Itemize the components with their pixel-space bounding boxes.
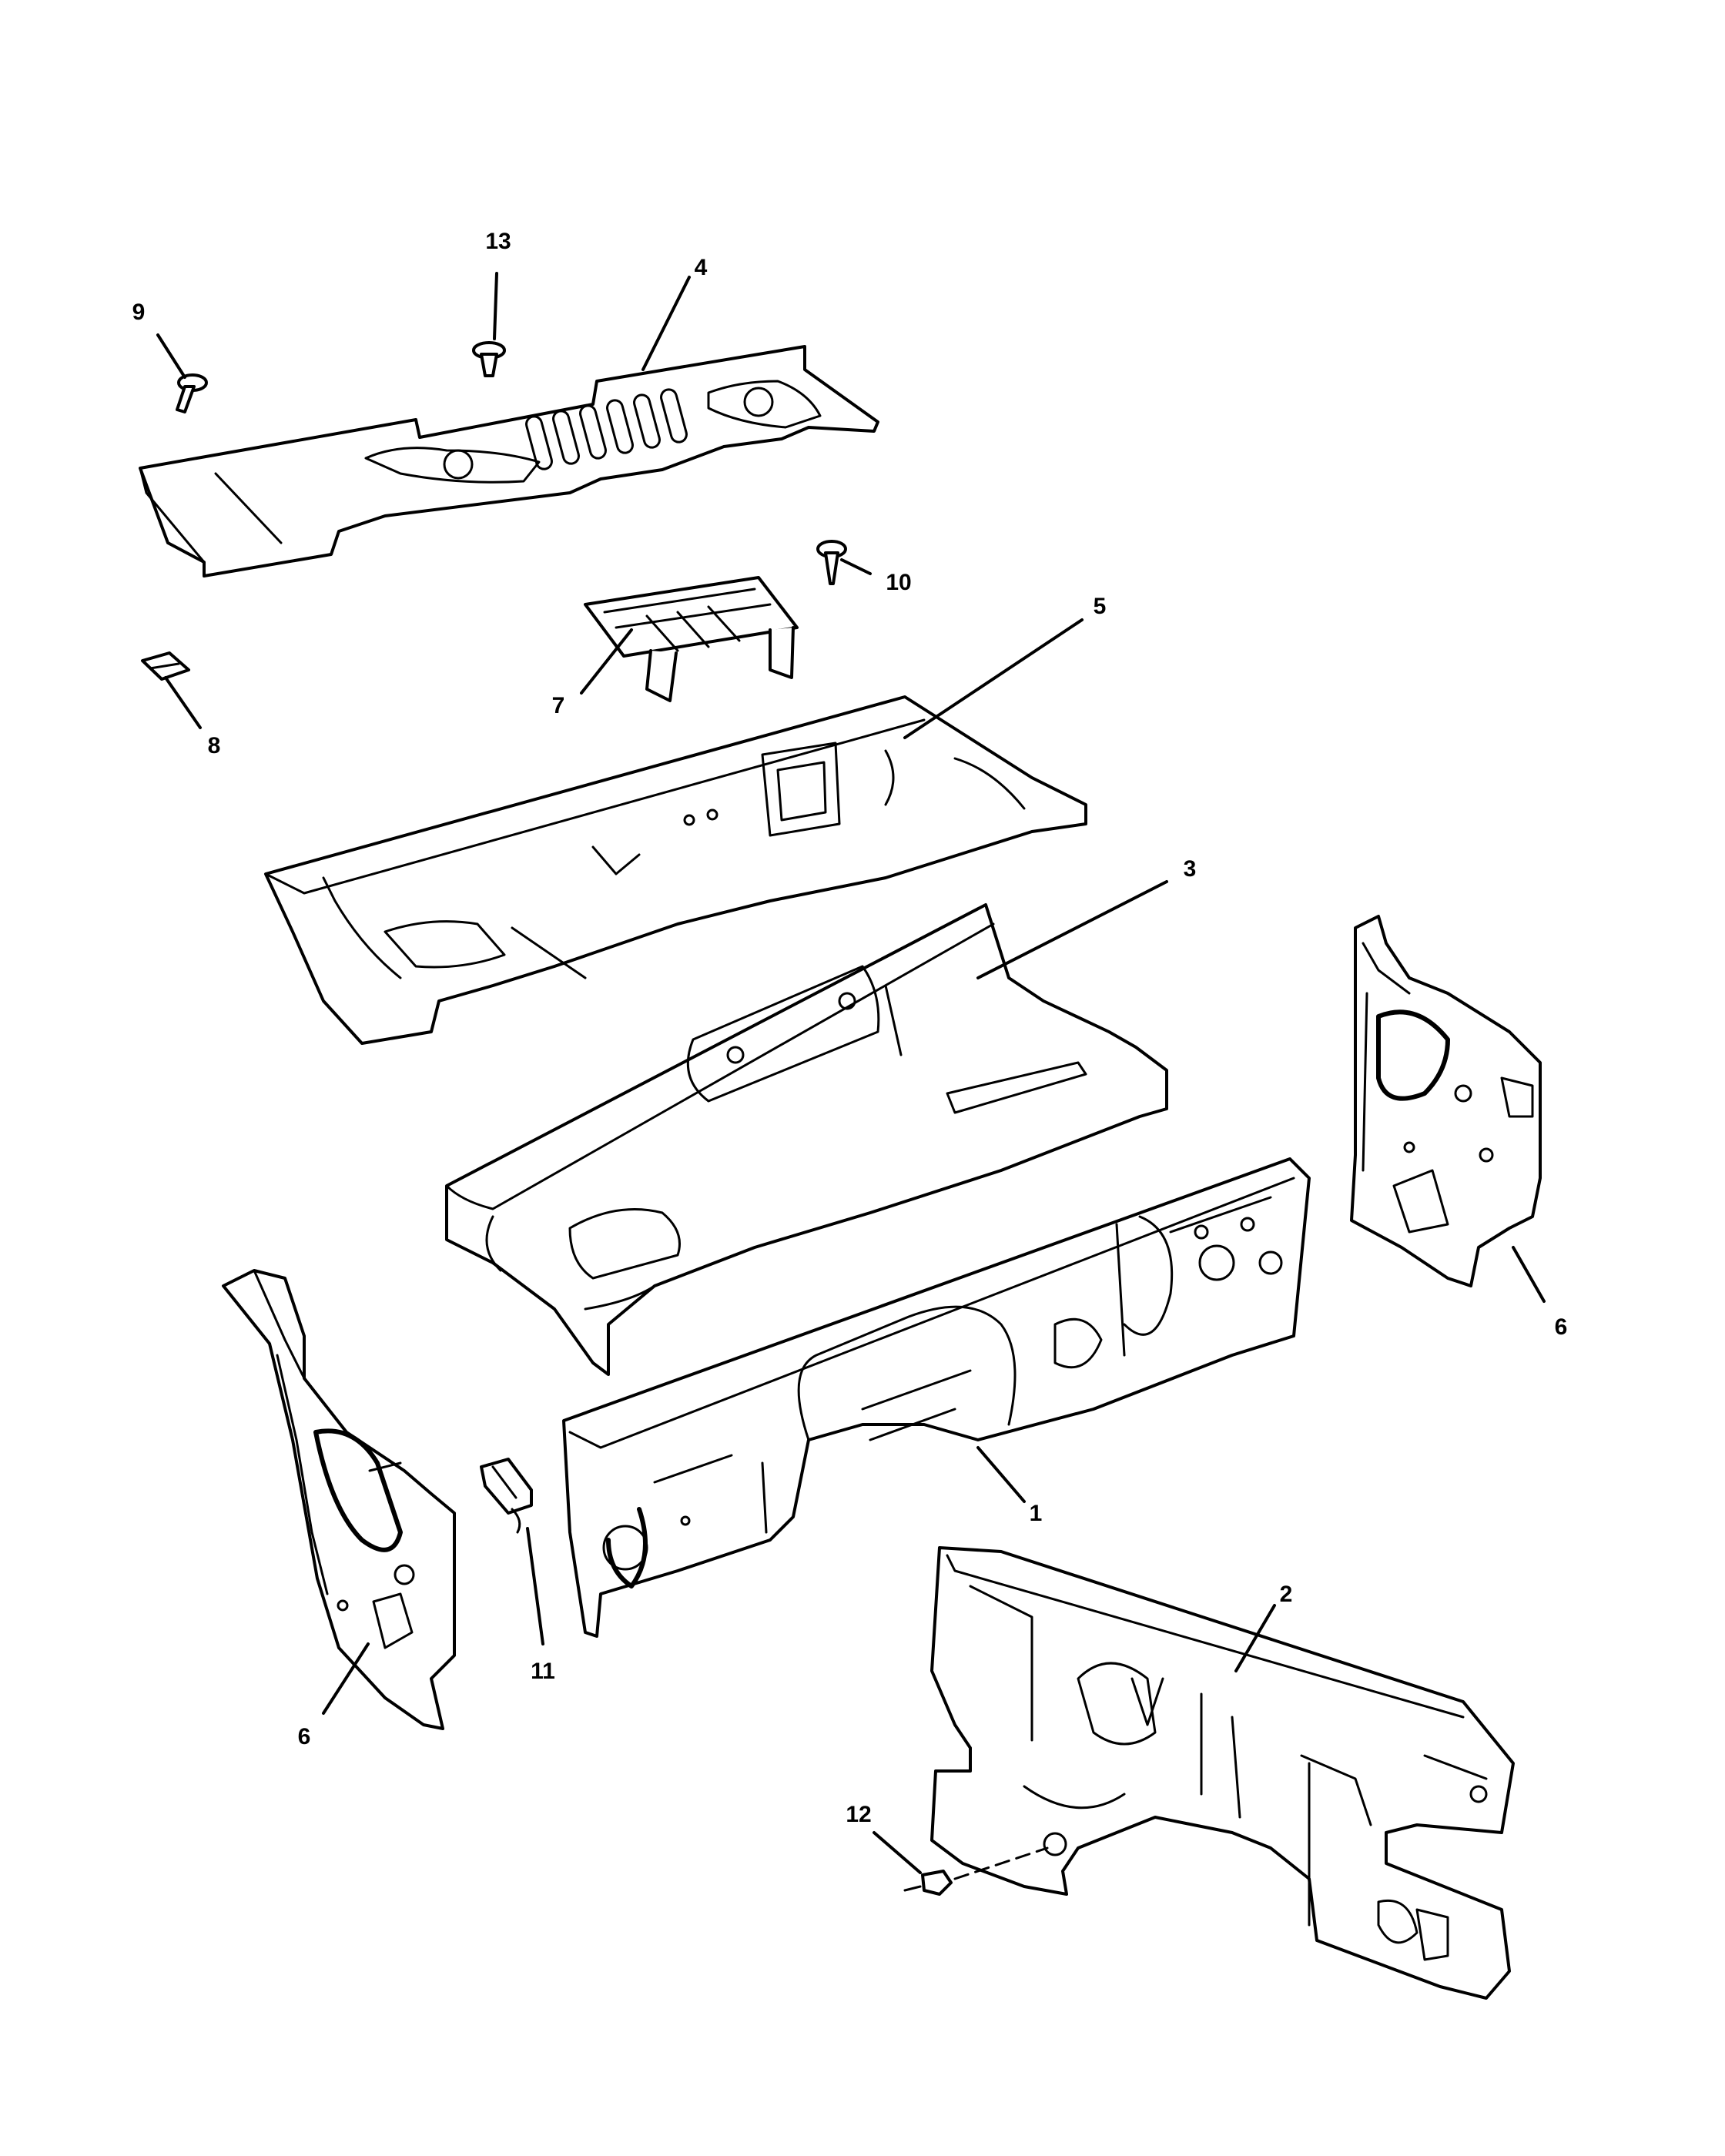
- part-cowl-top-panel: [139, 345, 879, 578]
- callout-8: 8: [208, 733, 221, 758]
- part-push-pin: [472, 341, 506, 377]
- leader-6-right: [1512, 1246, 1546, 1303]
- callout-12: 12: [846, 1802, 871, 1827]
- callout-6-left: 6: [298, 1724, 311, 1749]
- callout-10: 10: [886, 570, 911, 595]
- part-dash-silencer: [930, 1546, 1515, 2000]
- callout-labels: 13 4 9 10 5 7 8 3 6 1 2 11 6 12: [132, 229, 1568, 1827]
- leader-8: [164, 676, 202, 729]
- callout-5: 5: [1094, 594, 1107, 619]
- callout-1: 1: [1030, 1501, 1043, 1526]
- leader-11: [526, 1527, 544, 1645]
- callout-7: 7: [552, 693, 565, 718]
- part-screw: [816, 540, 847, 585]
- callout-9: 9: [132, 300, 146, 325]
- leader-6-left: [322, 1642, 370, 1715]
- part-lower-cowl-panel: [445, 903, 1168, 1376]
- part-side-cowl-panel-left: [222, 1269, 456, 1730]
- callout-4: 4: [695, 255, 708, 280]
- leader-10: [840, 558, 872, 575]
- callout-11: 11: [531, 1659, 555, 1684]
- leader-4: [641, 276, 691, 371]
- part-side-cowl-panel-right: [1350, 915, 1542, 1287]
- callout-6-right: 6: [1555, 1314, 1568, 1340]
- leader-5: [903, 618, 1084, 739]
- leader-12: [873, 1831, 922, 1874]
- part-screen: [584, 576, 799, 702]
- leader-lines: [156, 272, 1546, 1874]
- cowl-vent-louvers: [525, 388, 688, 470]
- callout-13: 13: [485, 229, 511, 254]
- leader-9: [156, 333, 186, 379]
- part-clip-nut: [141, 651, 190, 681]
- leader-1: [976, 1446, 1026, 1503]
- part-rivet: [176, 373, 208, 413]
- leader-2: [1234, 1604, 1276, 1672]
- leader-13: [493, 272, 498, 340]
- part-push-nut: [903, 1846, 1049, 1896]
- part-latch: [480, 1458, 533, 1534]
- callout-3: 3: [1184, 856, 1197, 882]
- part-plenum-panel: [264, 695, 1087, 1045]
- leader-7: [580, 628, 633, 695]
- leader-3: [976, 880, 1168, 979]
- part-dash-panel: [562, 1157, 1311, 1638]
- callout-2: 2: [1280, 1582, 1293, 1607]
